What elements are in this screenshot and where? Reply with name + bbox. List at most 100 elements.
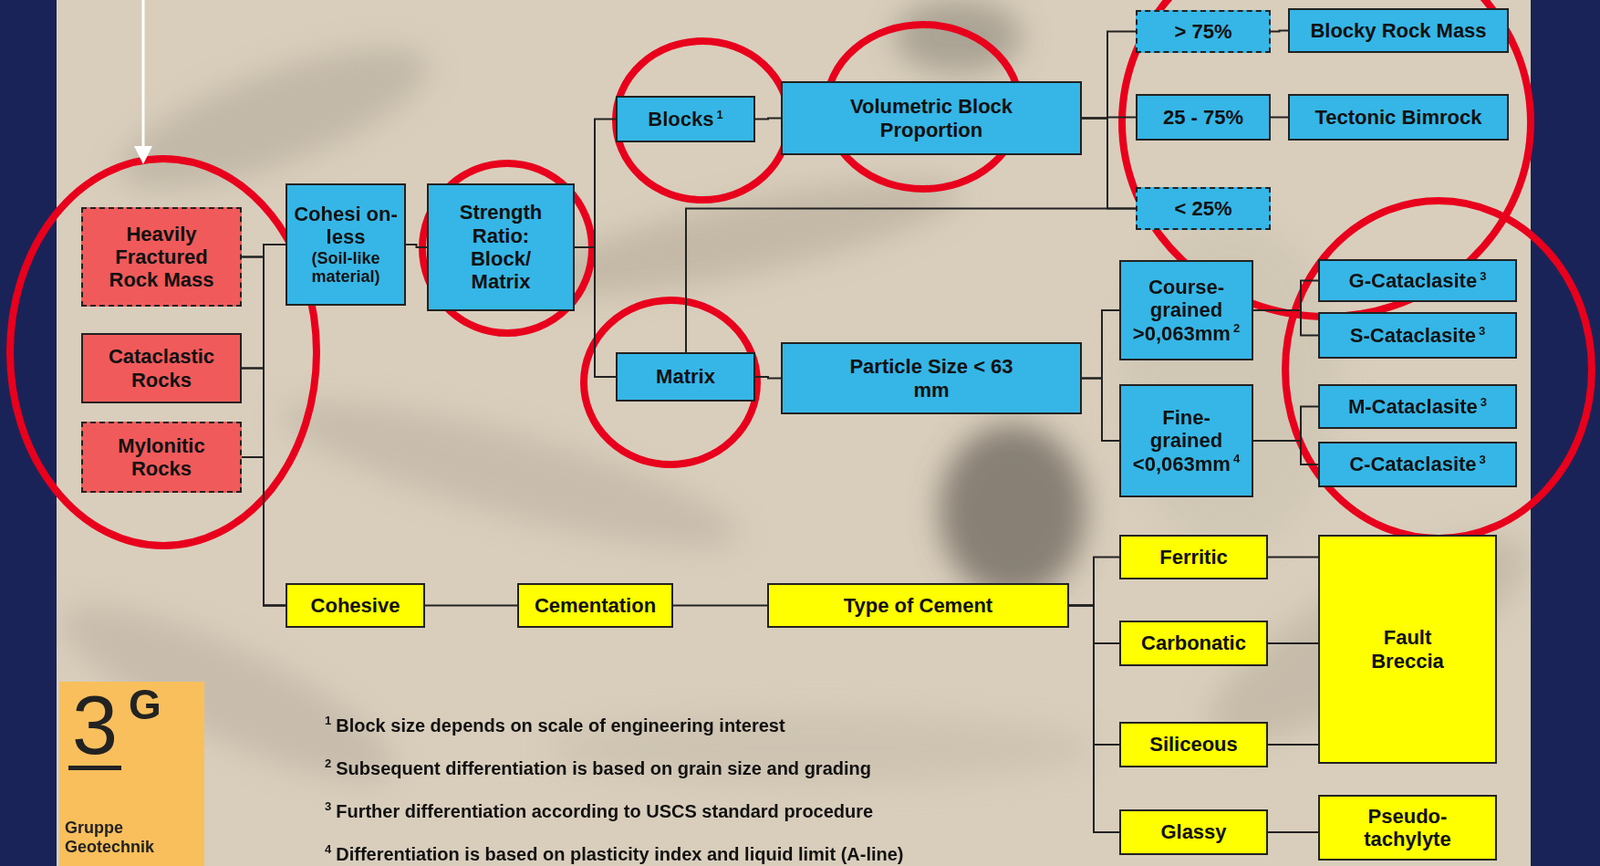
box-label: Cataclastic Rocks xyxy=(93,344,230,392)
box-label: Cementation xyxy=(534,593,656,617)
footnote: 3Further differentiation according to US… xyxy=(324,795,873,822)
text-group: Carbonatic xyxy=(1141,631,1247,655)
box-label: < 25% xyxy=(1174,197,1233,220)
classification-box: < 25% xyxy=(1135,187,1271,230)
footnote: 4Differentiation is based on plasticity … xyxy=(324,838,904,865)
organisation-name: Gruppe Geotechnik xyxy=(64,818,200,857)
connector-line xyxy=(425,604,518,607)
text-group: G-Cataclasite3 xyxy=(1349,269,1487,292)
footnote-mark: 3 xyxy=(1479,452,1486,467)
box-label: Strength Ratio: Block/ Matrix xyxy=(450,200,551,293)
text-group: Fine-grained <0,063mm4 xyxy=(1132,405,1242,476)
box-label: M-Cataclasite xyxy=(1348,394,1478,418)
connector-line xyxy=(1069,557,1120,606)
text-group: Blocky Rock Mass xyxy=(1309,19,1486,42)
box-label: > 75% xyxy=(1174,20,1233,43)
footnote-number: 1 xyxy=(324,713,332,728)
box-label: Blocks xyxy=(647,107,714,131)
text-group: Glassy xyxy=(1160,820,1226,843)
text-group: Cohesive xyxy=(311,593,401,617)
box-label: Carbonatic xyxy=(1141,631,1247,655)
footnote-number: 3 xyxy=(324,799,332,813)
text-group: 25 - 75% xyxy=(1163,105,1244,129)
text-group: Cementation xyxy=(534,593,656,617)
connector-line xyxy=(755,376,781,379)
logo-digit: 3 xyxy=(68,686,122,770)
cohesive-class-box: Cementation xyxy=(517,582,674,628)
footnote-mark: 2 xyxy=(1233,321,1240,335)
cohesive-class-box: Type of Cement xyxy=(767,582,1070,628)
box-label: Glassy xyxy=(1160,820,1226,843)
box-label: Matrix xyxy=(655,364,716,388)
text-group: Matrix xyxy=(655,364,716,388)
box-label: Type of Cement xyxy=(843,593,993,617)
connector-line xyxy=(1253,406,1319,442)
text-group: Strength Ratio: Block/ Matrix xyxy=(450,200,551,293)
footnote: 1Block size depends on scale of engineer… xyxy=(324,709,786,737)
text-group: Particle Size < 63 mm xyxy=(849,354,1014,402)
footnote-mark: 3 xyxy=(1478,323,1486,338)
box-label: Cohesi on-less xyxy=(291,202,400,250)
pointer-arrow xyxy=(134,0,153,165)
connector-line xyxy=(1267,743,1319,746)
connector-line xyxy=(1267,831,1319,833)
footnote-number: 2 xyxy=(324,756,332,770)
rock-type-box: Heavily Fractured Rock Mass xyxy=(81,207,242,307)
cohesive-class-box: Pseudo-tachylyte xyxy=(1318,794,1497,861)
box-label: Course-grained >0,063mm xyxy=(1132,275,1231,345)
classification-box: G-Cataclasite3 xyxy=(1318,259,1517,302)
classification-box: M-Cataclasite3 xyxy=(1318,384,1517,429)
cohesive-class-box: Cohesive xyxy=(285,582,426,628)
text-group: Fault Breccia xyxy=(1352,625,1463,673)
connector-line xyxy=(1081,118,1136,209)
text-group: Cohesi on-less(Soil-like material) xyxy=(291,202,400,287)
footnote-mark: 1 xyxy=(716,107,723,122)
text-group: C-Cataclasite3 xyxy=(1349,452,1486,476)
text-group: Heavily Fractured Rock Mass xyxy=(93,222,230,292)
box-label: S-Cataclasite xyxy=(1350,323,1476,347)
footnote-number: 4 xyxy=(324,841,332,856)
box-label: G-Cataclasite xyxy=(1349,269,1478,292)
classification-box: C-Cataclasite3 xyxy=(1318,441,1517,488)
cohesive-class-box: Ferritic xyxy=(1119,534,1268,580)
box-label: Cohesive xyxy=(311,593,401,617)
box-label: Fault Breccia xyxy=(1352,625,1463,673)
text-group: Blocks1 xyxy=(647,107,723,131)
highlight-circles xyxy=(10,0,1592,546)
footnote-text: Differentiation is based on plasticity i… xyxy=(335,843,904,864)
text-group: Course-grained >0,063mm2 xyxy=(1132,275,1242,345)
box-label: Blocky Rock Mass xyxy=(1309,19,1486,42)
text-group: S-Cataclasite3 xyxy=(1350,323,1486,347)
footnote-mark: 3 xyxy=(1479,269,1486,283)
box-label: Fine-grained <0,063mm xyxy=(1132,405,1231,476)
classification-box: Blocks1 xyxy=(615,95,756,143)
connector-line xyxy=(1267,556,1319,559)
classification-box: Particle Size < 63 mm xyxy=(780,342,1082,415)
text-group: Ferritic xyxy=(1159,545,1228,569)
text-group: Pseudo-tachylyte xyxy=(1352,804,1463,852)
connector-line xyxy=(574,247,616,377)
box-label: Siliceous xyxy=(1149,732,1238,756)
footnote-text: Block size depends on scale of engineeri… xyxy=(335,715,785,736)
text-group: Siliceous xyxy=(1149,732,1238,756)
cohesive-class-box: Siliceous xyxy=(1119,721,1268,768)
classification-box: Fine-grained <0,063mm4 xyxy=(1119,384,1254,498)
classification-box: Course-grained >0,063mm2 xyxy=(1119,259,1254,361)
box-label: Ferritic xyxy=(1159,545,1228,569)
connector-line xyxy=(1267,642,1319,645)
box-label: 25 - 75% xyxy=(1163,105,1244,129)
text-group: M-Cataclasite3 xyxy=(1348,394,1487,418)
connector-line xyxy=(755,118,781,120)
text-group: > 75% xyxy=(1174,20,1233,43)
box-label: Particle Size < 63 mm xyxy=(849,354,1014,402)
connector-line xyxy=(241,244,286,458)
text-group: Tectonic Bimrock xyxy=(1315,105,1483,129)
connector-line xyxy=(1069,605,1120,833)
text-group: Volumetric Block Proportion xyxy=(840,94,1023,142)
footnote-text: Further differentiation according to USC… xyxy=(335,800,873,821)
text-group: Mylonitic Rocks xyxy=(93,434,230,481)
connector-line xyxy=(1081,378,1120,442)
logo-letter: G xyxy=(128,683,162,726)
connector-line xyxy=(241,457,286,606)
box-label: Tectonic Bimrock xyxy=(1315,105,1483,129)
